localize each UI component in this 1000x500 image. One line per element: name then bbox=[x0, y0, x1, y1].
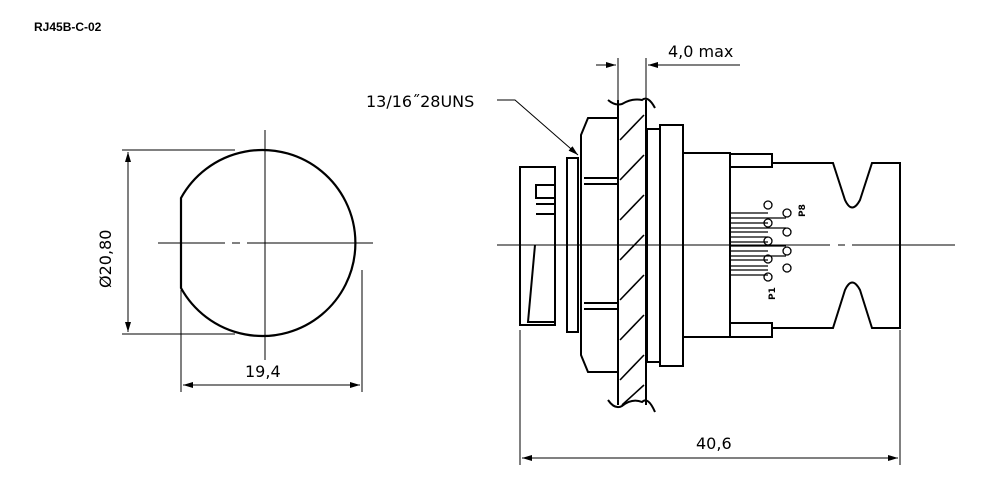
front-centerlines bbox=[158, 130, 373, 360]
front-view bbox=[179, 148, 357, 338]
front-dimensions bbox=[122, 149, 363, 392]
panel-thickness-label: 4,0 max bbox=[668, 42, 734, 61]
width-dimension-label: 19,4 bbox=[245, 362, 281, 381]
length-dimension-label: 40,6 bbox=[696, 434, 732, 453]
side-dimensions bbox=[497, 58, 901, 465]
pin-label-p1: P1 bbox=[768, 287, 778, 300]
contact-pins bbox=[730, 200, 792, 282]
panel bbox=[607, 97, 656, 413]
thread-label: 13/16˝28UNS bbox=[366, 92, 475, 111]
drawing-title: RJ45B-C-02 bbox=[34, 20, 102, 34]
pin-label-p8: P8 bbox=[798, 204, 808, 217]
